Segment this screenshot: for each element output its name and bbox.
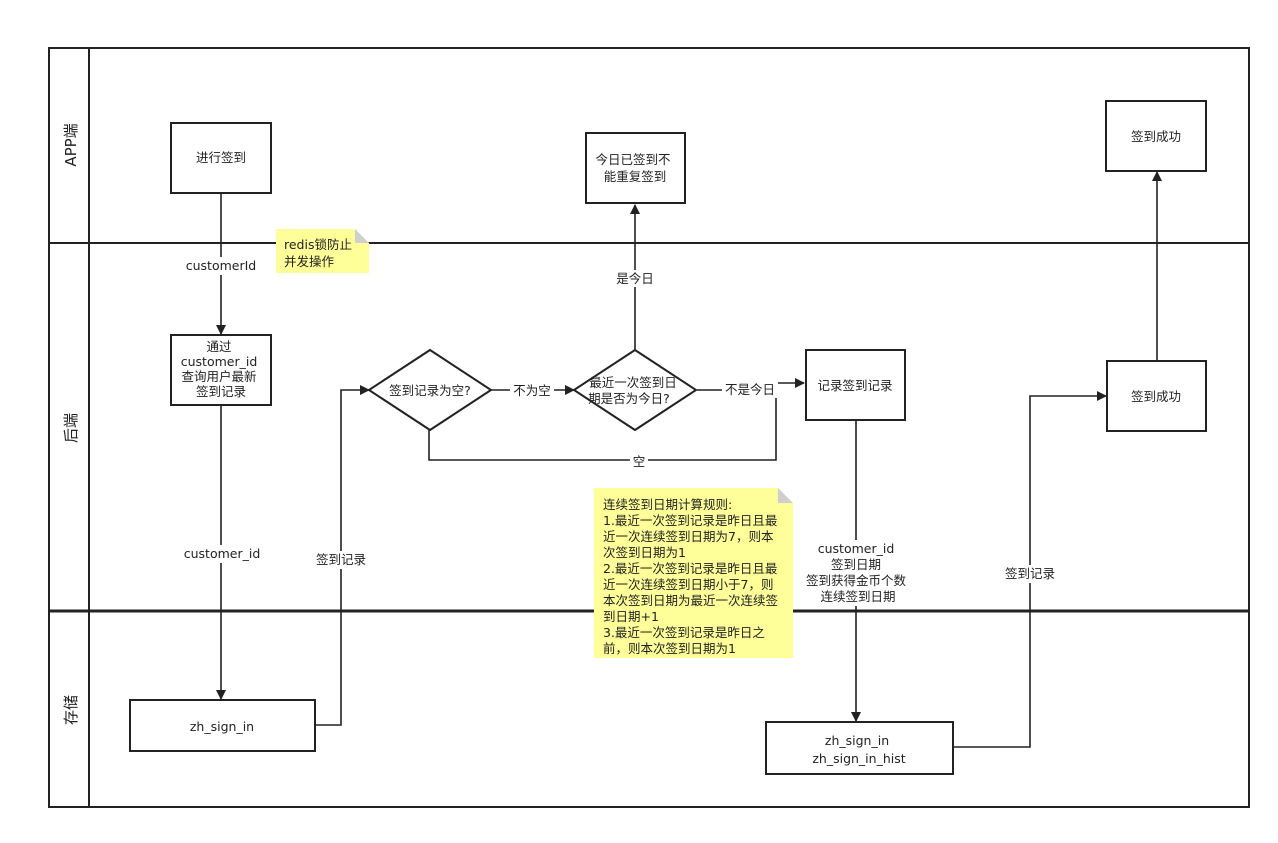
backend-success-label: 签到成功 bbox=[1131, 389, 1181, 404]
edge-label-sign-record-left: 签到记录 bbox=[316, 552, 366, 567]
node-backend-success: 签到成功 bbox=[1106, 360, 1207, 432]
rules-line-8: 到日期+1 bbox=[603, 609, 659, 624]
already-signed-line-2: 能重复签到 bbox=[604, 169, 667, 184]
svg-text:zh_sign_in zh_sign_in_hi: zh_sign_in zh_sign_in_hist bbox=[812, 733, 905, 766]
node-app-success: 签到成功 bbox=[1105, 100, 1207, 172]
lane-label-backend: 后端 bbox=[62, 413, 80, 443]
edge-label-not-empty: 不为空 bbox=[513, 383, 551, 398]
edge-label-customerid: customerId bbox=[186, 258, 256, 273]
node-checkin: 进行签到 bbox=[170, 122, 272, 194]
rules-line-3: 近一次连续签到日期为7，则本 bbox=[603, 529, 774, 544]
zh-sign-in-both-line-2: zh_sign_in_hist bbox=[812, 751, 905, 766]
edge-label-is-today: 是今日 bbox=[616, 271, 654, 286]
write-field-coins: 签到获得金币个数 bbox=[806, 573, 907, 588]
node-zh-sign-in-both: zh_sign_in zh_sign_in_hist bbox=[765, 721, 954, 775]
lane-label-storage: 存储 bbox=[62, 695, 80, 725]
node-query-latest: 通过 customer_id 查询用户最新 签到记录 bbox=[170, 334, 272, 406]
node-latest-today-decision: 最近一次签到日 期是否为今日? bbox=[572, 348, 698, 432]
svg-text:通过 customer_id 查询用: 通过 customer_id 查询用户最新 签到记录 bbox=[181, 339, 262, 399]
latest-today-line-1: 最近一次签到日 bbox=[589, 375, 677, 390]
already-signed-line-1: 今日已签到不 bbox=[596, 152, 671, 167]
note-streak-rules: 连续签到日期计算规则: 1.最近一次签到记录是昨日且最 近一次连续签到日期为7，… bbox=[594, 488, 793, 658]
rules-line-4: 次签到日期为1 bbox=[603, 545, 686, 560]
redis-note-line-2: 并发操作 bbox=[284, 254, 335, 269]
query-latest-line-1: 通过 bbox=[207, 339, 233, 354]
rules-line-6: 近一次连续签到日期小于7，则 bbox=[603, 577, 773, 592]
query-latest-line-3: 查询用户最新 bbox=[182, 369, 257, 384]
query-latest-line-2: customer_id bbox=[181, 354, 258, 369]
edge-empty bbox=[428, 381, 777, 461]
rules-line-5: 2.最近一次签到记录是昨日且最 bbox=[603, 561, 778, 576]
write-field-sign-date: 签到日期 bbox=[831, 557, 881, 572]
app-success-label: 签到成功 bbox=[1131, 129, 1181, 144]
zh-sign-in-both-line-1: zh_sign_in bbox=[825, 733, 889, 748]
node-record-empty-decision: 签到记录为空? bbox=[367, 348, 493, 432]
edge-label-not-today: 不是今日 bbox=[725, 382, 775, 397]
node-zh-sign-in: zh_sign_in bbox=[129, 699, 316, 752]
node-checkin-label: 进行签到 bbox=[196, 150, 246, 165]
node-already-signed: 今日已签到不 能重复签到 bbox=[585, 132, 686, 204]
svg-text:连续签到日期计算规则: 1.最近一次签到记录是昨: 连续签到日期计算规则: 1.最近一次签到记录是昨日且最 近一次连续签到日期为7，… bbox=[603, 497, 782, 656]
svg-text:redis锁防止 并发操作: redis锁防止 并发操作 bbox=[284, 237, 356, 269]
note-redis-lock: redis锁防止 并发操作 bbox=[276, 229, 369, 273]
zh-sign-in-label: zh_sign_in bbox=[190, 719, 254, 734]
write-record-label: 记录签到记录 bbox=[817, 378, 892, 393]
write-field-streak: 连续签到日期 bbox=[820, 589, 895, 604]
query-latest-line-4: 签到记录 bbox=[196, 384, 246, 399]
rules-line-10: 前，则本次签到日期为1 bbox=[603, 641, 736, 656]
record-empty-decision-label: 签到记录为空? bbox=[389, 383, 471, 398]
edge-label-sign-record-right: 签到记录 bbox=[1005, 566, 1055, 581]
redis-note-line-1: redis锁防止 bbox=[284, 237, 352, 252]
rules-line-9: 3.最近一次签到记录是昨日之 bbox=[603, 625, 765, 640]
latest-today-line-2: 期是否为今日? bbox=[588, 391, 670, 406]
svg-text:最近一次签到日 期是否为今日?: 最近一次签到日 期是否为今日? bbox=[588, 375, 681, 406]
lane-label-app: APP端 bbox=[62, 123, 80, 166]
edge-label-customer-id: customer_id bbox=[184, 546, 261, 561]
rules-line-2: 1.最近一次签到记录是昨日且最 bbox=[603, 513, 778, 528]
rules-line-7: 本次签到日期为最近一次连续签 bbox=[603, 593, 779, 608]
node-write-record: 记录签到记录 bbox=[805, 349, 906, 421]
rules-line-1: 连续签到日期计算规则: bbox=[603, 497, 732, 512]
edge-label-write-fields: customer_id 签到日期 签到获得金币个数 连续签到日期 bbox=[806, 541, 910, 604]
svg-text:今日已签到不 能重复签到: 今日已签到不 能重复签到 bbox=[596, 152, 675, 184]
write-field-customer-id: customer_id bbox=[818, 541, 895, 556]
edge-label-empty: 空 bbox=[633, 454, 646, 469]
